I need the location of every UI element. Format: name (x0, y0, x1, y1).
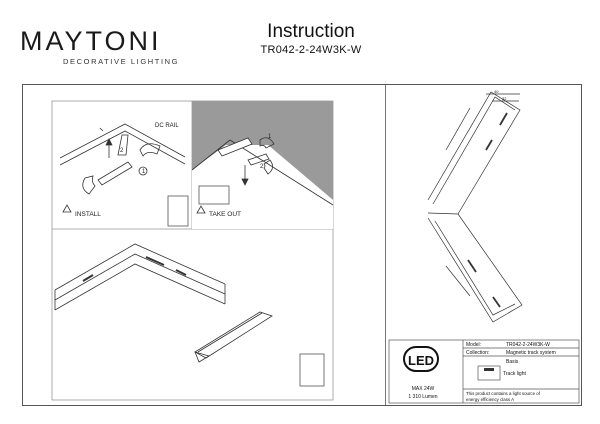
take-out-label: TAKE OUT (209, 211, 241, 218)
svg-text:1: 1 (268, 134, 272, 140)
collection-label: Collection: (466, 350, 490, 356)
collection-sub: Basis (506, 359, 519, 365)
dim-top-width: 40 (494, 89, 499, 94)
led-badge: LED (403, 346, 439, 372)
dim-top-width-2: 32 (502, 96, 507, 101)
model-value: TR042-2-24W3K-W (506, 342, 550, 348)
takeout-drawing (198, 137, 275, 205)
type-value: Track light (503, 371, 526, 377)
ceiling-white-face (192, 145, 333, 229)
energy-note-2: energy efficiency class A (466, 397, 514, 402)
warning-icon (196, 205, 206, 214)
instruction-frame (22, 84, 582, 406)
svg-text:2: 2 (260, 164, 264, 170)
warning-icon (62, 204, 72, 213)
brand-name: MAYTONI (20, 26, 162, 56)
model-code: TR042-2-24W3K-W (260, 44, 362, 56)
info-table-lines (388, 339, 580, 404)
svg-text:2: 2 (120, 148, 124, 154)
max-power: MAX 24W (411, 386, 435, 392)
svg-text:1: 1 (142, 169, 146, 175)
panel-divider (385, 85, 386, 405)
technical-drawing (427, 91, 523, 323)
title-block: Instruction TR042-2-24W3K-W (236, 21, 386, 57)
collection-value: Magnetic track system (506, 350, 556, 356)
brand-logo: MAYTONI DECORATIVE LIGHTING (20, 26, 185, 66)
install-label: INSTALL (75, 211, 101, 218)
page-title: Instruction (267, 21, 355, 42)
install-rail-drawing (59, 123, 189, 227)
brand-tagline: DECORATIVE LIGHTING (63, 57, 180, 66)
installed-drawing (54, 243, 325, 387)
energy-note-1: This product contains a light source of (466, 391, 540, 396)
ceiling-gray-area (192, 101, 333, 200)
model-label: Model: (466, 342, 482, 348)
dc-rail-label: DC RAIL (155, 123, 179, 129)
lumen-value: 1 310 Lumen (408, 394, 438, 400)
